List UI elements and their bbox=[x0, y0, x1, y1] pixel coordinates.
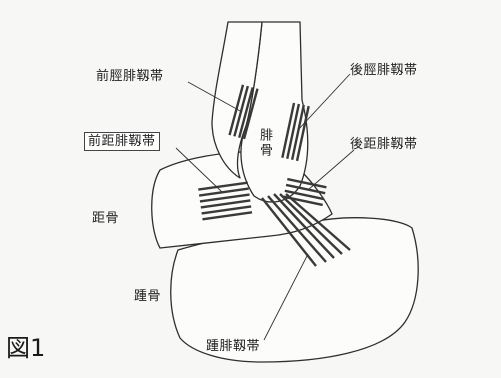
label-talus: 距骨 bbox=[92, 212, 119, 225]
label-anterior-tibiofibular-ligament: 前脛腓靱帯 bbox=[96, 70, 164, 83]
label-posterior-talofibular-ligament: 後距腓靱帯 bbox=[350, 138, 418, 151]
label-posterior-tibiofibular-ligament: 後脛腓靱帯 bbox=[350, 64, 418, 77]
label-fibula: 腓骨 bbox=[258, 128, 271, 158]
label-anterior-talofibular-ligament: 前距腓靱帯 bbox=[84, 132, 160, 151]
label-calcaneofibular-ligament: 踵腓靱帯 bbox=[206, 340, 260, 353]
figure-number: 図1 bbox=[6, 336, 45, 360]
label-calcaneus: 踵骨 bbox=[134, 290, 161, 303]
leader-posterior-talofibular bbox=[308, 150, 354, 190]
leader-posterior-tibiofibular bbox=[298, 74, 350, 130]
